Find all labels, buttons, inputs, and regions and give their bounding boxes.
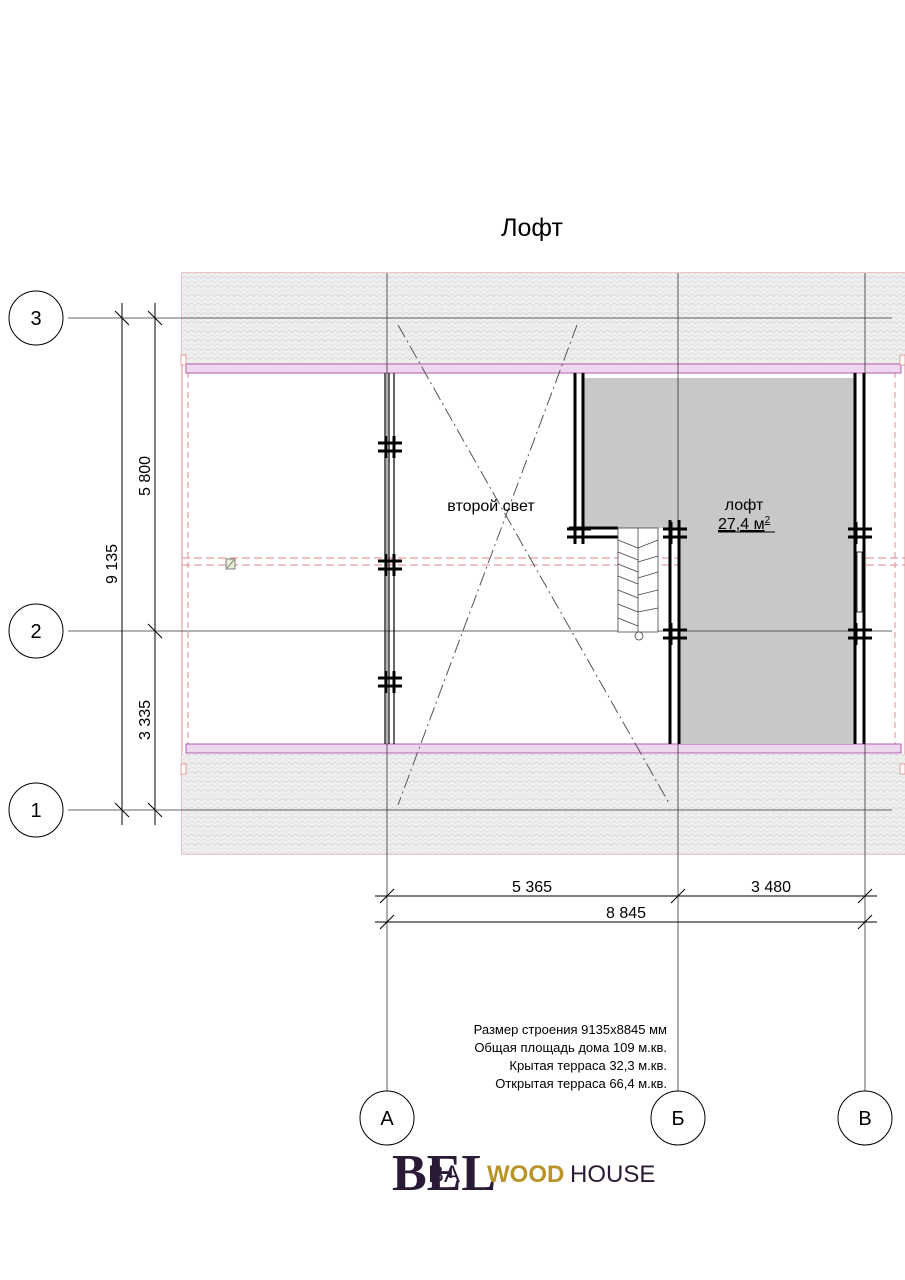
axis-bubble-row-1: 1 (8, 782, 64, 838)
dim-horizontal-right: 3 480 (751, 879, 791, 896)
chimney-marker-hatch (226, 559, 235, 569)
note-line: Размер строения 9135х8845 мм (474, 1022, 667, 1037)
svg-text:3: 3 (30, 308, 41, 330)
note-line: Общая площадь дома 109 м.кв. (474, 1040, 667, 1055)
note-line: Крытая терраса 32,3 м.кв. (509, 1058, 667, 1073)
roof-tiles-top (182, 273, 905, 364)
logo-ba: BA (428, 1161, 460, 1188)
axis-bubble-col-a: А (359, 1090, 415, 1146)
eave-tab (180, 763, 187, 775)
dim-vertical-bottom: 3 335 (137, 700, 154, 740)
eave-tab (180, 354, 187, 366)
loft-area-label: 27,4 м2 (718, 515, 771, 533)
logo-house: HOUSE (570, 1161, 655, 1188)
logo-wood: WOOD (487, 1161, 564, 1188)
specification-notes: Размер строения 9135х8845 мм Общая площа… (430, 1018, 670, 1092)
eave-top (185, 363, 902, 374)
log-joints (378, 436, 872, 693)
loft-room-label: лофт (725, 497, 764, 514)
axis-bubble-col-b: Б (650, 1090, 706, 1146)
note-line: Открытая терраса 66,4 м.кв. (495, 1076, 667, 1091)
svg-text:2: 2 (30, 621, 41, 643)
axis-bubble-col-v: В (837, 1090, 893, 1146)
horizontal-dimensions (375, 888, 877, 930)
svg-text:1: 1 (30, 800, 41, 822)
axis-bubble-row-3: 3 (8, 290, 64, 346)
plan-title: Лофт (501, 214, 563, 242)
void-diagonal (397, 324, 578, 806)
axis-bubble-row-2: 2 (8, 603, 64, 659)
dim-horizontal-total: 8 845 (606, 905, 646, 922)
brand-logo: BEL BA WOOD HOUSE (392, 1145, 655, 1202)
void-diagonal (397, 324, 671, 806)
svg-text:А: А (380, 1108, 394, 1130)
logo-bel: BEL (392, 1145, 496, 1202)
staircase (617, 527, 659, 641)
dim-vertical-top: 5 800 (137, 456, 154, 496)
svg-text:В: В (858, 1108, 871, 1130)
void-label: второй свет (447, 498, 535, 515)
dim-horizontal-left: 5 365 (512, 879, 552, 896)
dim-vertical-total: 9 135 (104, 544, 121, 584)
roof-tiles-bottom (182, 754, 905, 854)
eave-bottom (185, 743, 902, 754)
eave-tab (899, 763, 905, 775)
vertical-dimensions (114, 303, 163, 825)
svg-text:Б: Б (671, 1108, 684, 1130)
eave-tab (899, 354, 905, 366)
loft-floor (583, 378, 855, 744)
